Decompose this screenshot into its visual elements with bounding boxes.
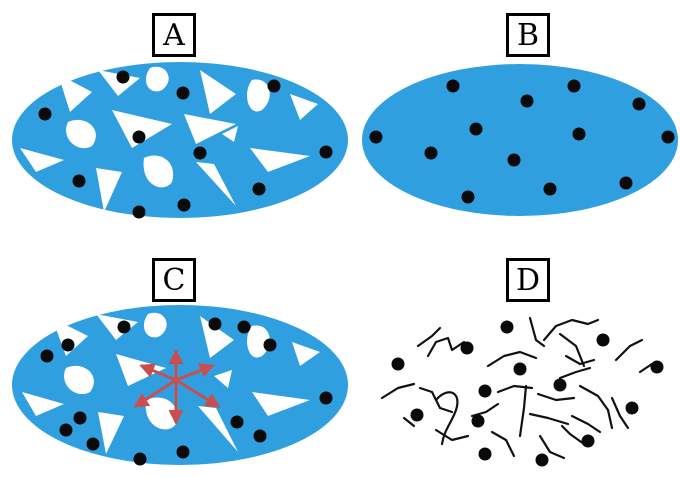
particle <box>479 385 492 398</box>
particle <box>320 146 333 159</box>
particle <box>620 177 633 190</box>
particle <box>39 108 52 121</box>
particle <box>254 430 267 443</box>
panel-d <box>382 318 664 467</box>
fiber <box>520 386 526 436</box>
particle <box>117 71 130 84</box>
panel-c <box>12 305 348 466</box>
particle <box>134 453 147 466</box>
particle <box>508 154 521 167</box>
particle <box>87 438 100 451</box>
fiber <box>572 416 600 432</box>
fiber <box>616 340 642 360</box>
fiber <box>530 318 544 346</box>
fiber <box>530 414 568 424</box>
particle <box>177 87 190 100</box>
particle <box>320 392 333 405</box>
particle <box>253 183 266 196</box>
particle <box>209 318 222 331</box>
fiber <box>492 432 514 456</box>
matrix-ellipse <box>362 64 678 216</box>
particle <box>597 334 610 347</box>
particle <box>133 206 146 219</box>
particle <box>411 409 424 422</box>
particle <box>470 123 483 136</box>
particle <box>554 379 567 392</box>
particle <box>568 80 581 93</box>
particle <box>194 147 207 160</box>
particle <box>651 361 664 374</box>
particle <box>62 339 75 352</box>
particle <box>41 350 54 363</box>
fiber <box>562 426 584 444</box>
particle <box>118 321 131 334</box>
particle <box>582 435 595 448</box>
particle <box>425 147 438 160</box>
particle <box>626 402 639 415</box>
particle <box>462 191 475 204</box>
particle <box>633 98 646 111</box>
fiber <box>382 384 414 398</box>
particle <box>268 80 281 93</box>
fibers <box>382 318 662 458</box>
particle <box>133 131 146 144</box>
fiber <box>418 328 440 346</box>
particle <box>238 321 251 334</box>
fiber <box>472 404 498 416</box>
particle <box>177 446 190 459</box>
particle <box>544 183 557 196</box>
fiber <box>612 398 628 428</box>
particle <box>392 358 405 371</box>
particle <box>231 416 244 429</box>
particle <box>461 342 474 355</box>
fiber <box>544 320 598 340</box>
particle <box>573 128 586 141</box>
particle <box>60 424 73 437</box>
particle <box>73 175 86 188</box>
particle <box>264 339 277 352</box>
particle <box>536 454 549 467</box>
fiber <box>436 430 468 440</box>
fiber <box>488 352 536 366</box>
panel-a <box>12 62 348 219</box>
particle <box>501 321 514 334</box>
particle <box>370 131 383 144</box>
fiber <box>538 394 574 400</box>
particle <box>472 415 485 428</box>
particle <box>178 199 191 212</box>
particle <box>447 80 460 93</box>
particle <box>479 448 492 461</box>
particle <box>521 95 534 108</box>
fiber <box>428 338 464 356</box>
fiber <box>560 334 584 366</box>
particle <box>662 131 675 144</box>
particle <box>74 412 87 425</box>
particle <box>514 363 527 376</box>
panel-b <box>362 64 678 216</box>
fiber <box>560 368 590 378</box>
